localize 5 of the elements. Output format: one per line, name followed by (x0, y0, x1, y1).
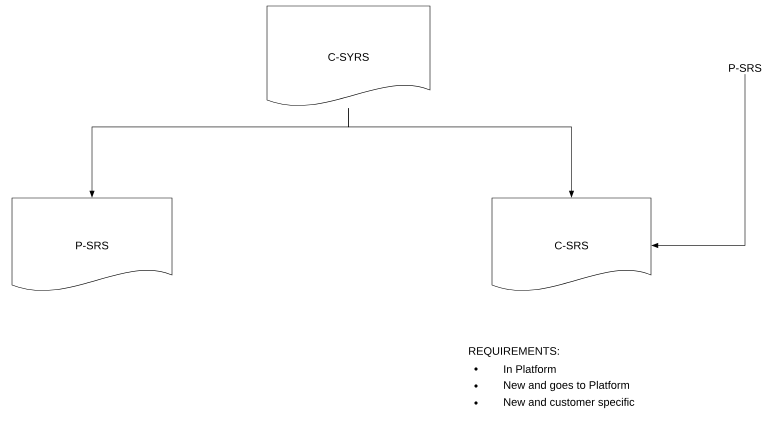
list-item: In Platform (474, 364, 556, 374)
node-text: P-SRS (729, 64, 762, 72)
list-heading: REQUIREMENTS: (469, 347, 559, 357)
list-item: New and customer specific (474, 398, 634, 408)
list-item: New and goes to Platform (474, 380, 630, 392)
